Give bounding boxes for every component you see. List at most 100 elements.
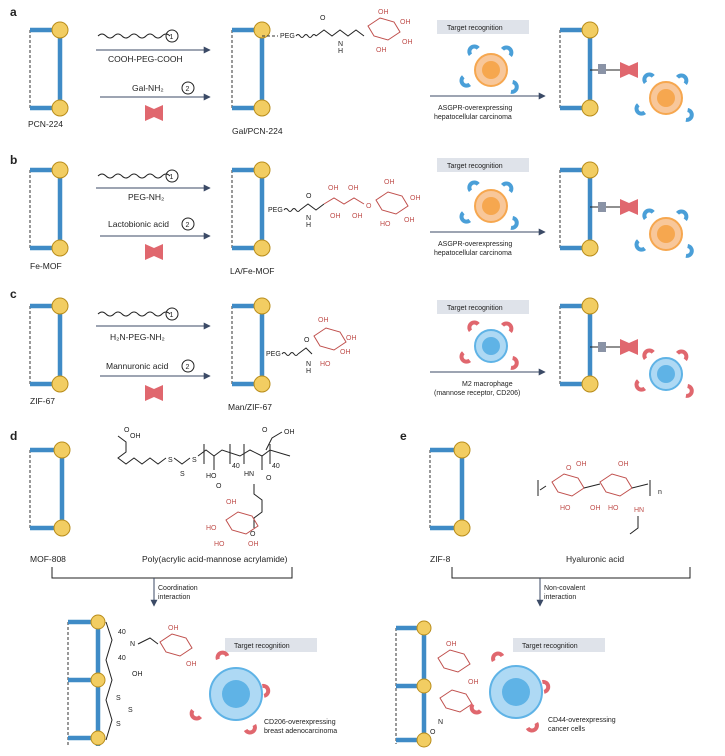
sugar-ring-b — [375, 191, 409, 215]
linker-d2 — [137, 637, 159, 645]
mof-label-a: PCN-224 — [28, 119, 63, 129]
linker-chain-a — [315, 29, 365, 37]
panel-letter-a: a — [10, 5, 17, 19]
chem-ho-d2: HO — [206, 473, 217, 480]
mof-bound-b — [560, 162, 598, 256]
chem-oh-c4: OH — [346, 335, 357, 342]
mof-zif67 — [30, 298, 68, 392]
process2-e: interaction — [544, 594, 576, 601]
chem-oh-e7: OH — [468, 679, 479, 686]
target-label-e: Target recognition — [522, 643, 578, 650]
cell-line2-c: (mannose receptor, CD206) — [434, 390, 520, 397]
mof-product-d — [67, 614, 106, 746]
chem-oh-b8: OH — [404, 217, 415, 224]
sub40-d3: 40 — [118, 629, 126, 636]
mof-product-b — [232, 162, 270, 256]
chem-s-d3: S — [192, 457, 197, 464]
panel-a: a PCN-224 1 COOH-PEG-COOH Gal-NH₂ 2 Gal/… — [10, 5, 695, 136]
panel-c: c ZIF-67 1 H₂N-PEG-NH₂ Mannuronic acid 2… — [10, 287, 695, 412]
polymer-structure-d: O OH S S S 40 40 HO O HN O O OH O OH HO … — [117, 427, 295, 548]
chem-o-c1: O — [304, 337, 310, 344]
chem-n-e2: N — [438, 719, 443, 726]
cell-line2-a: hepatocellular carcinoma — [434, 114, 512, 121]
chem-ho-e5: HO — [608, 505, 619, 512]
chem-oh-d5: OH — [284, 429, 295, 436]
sugar-ring-e2 — [439, 689, 473, 713]
chem-oh-e6: OH — [446, 641, 457, 648]
cell-line1-b: ASGPR-overexpressing — [438, 241, 512, 248]
chem-oh-e4: OH — [590, 505, 601, 512]
process1-e: Non-covalent — [544, 585, 585, 592]
chem-s-d2: S — [180, 471, 185, 478]
chem-s-d6: S — [116, 721, 121, 728]
target-box-a — [437, 20, 529, 34]
process1-d: Coordination — [158, 585, 198, 592]
bound-ligand-b — [620, 199, 638, 215]
step2-circle-c — [181, 359, 195, 373]
panel-d: d MOF-808 O OH S S S 40 40 HO O — [10, 427, 337, 746]
mof-femof — [30, 162, 68, 256]
target-label-c: Target recognition — [447, 305, 503, 312]
cell-line1-a: ASGPR-overexpressing — [438, 105, 512, 112]
mof-label-e: ZIF-8 — [430, 554, 451, 564]
step2-circle-a — [181, 81, 195, 95]
linker-chain-b — [299, 203, 325, 211]
process2-d: interaction — [158, 594, 190, 601]
chem-oh-b4: OH — [352, 213, 363, 220]
chem-n-a: N — [338, 41, 343, 48]
step2-label-c: Mannuronic acid — [106, 361, 169, 371]
mof-808 — [29, 441, 71, 537]
peg-label-c: PEG — [266, 351, 281, 358]
peg-chain-b — [97, 173, 171, 179]
panel-e: e ZIF-8 n O OH OH HO OH HO HN Hyaluroni — [395, 429, 691, 748]
cell-line2-e: cancer cells — [548, 726, 585, 733]
sub40-d2: 40 — [272, 463, 280, 470]
ligand-bowtie-a — [145, 105, 163, 121]
target-label-d: Target recognition — [234, 643, 290, 650]
panel-b: b Fe-MOF 1 PEG-NH₂ Lactobionic acid 2 LA… — [10, 153, 695, 276]
mof-label-c: ZIF-67 — [30, 396, 55, 406]
chem-oh-d1: OH — [130, 433, 141, 440]
chem-o-e1: O — [566, 465, 572, 472]
peg-wave-c — [281, 352, 299, 356]
step1-num-a: 1 — [170, 34, 174, 41]
chem-ho-b7: HO — [380, 221, 391, 228]
chem-oh-e2: OH — [618, 461, 629, 468]
sugar-ring-e1 — [437, 649, 471, 673]
cell-breast-d — [186, 648, 272, 738]
chem-o-d3: O — [266, 475, 272, 482]
sugar-ring-c — [313, 327, 347, 351]
linker-block-b — [598, 202, 606, 212]
hyaluronic-structure-e: n O OH OH HO OH HO HN — [537, 461, 662, 535]
chem-oh-d6: OH — [226, 499, 237, 506]
chem-oh-a3: OH — [376, 47, 387, 54]
peg-label-b: PEG — [268, 207, 283, 214]
mof-bound-c — [560, 298, 598, 392]
chem-oh-d12: OH — [132, 671, 143, 678]
target-label-a: Target recognition — [447, 25, 503, 32]
mof-label-d: MOF-808 — [30, 554, 66, 564]
cell-cancer-e — [466, 648, 552, 736]
peg-wave-b — [283, 208, 301, 212]
step2-circle-b — [181, 217, 195, 231]
bound-ligand-a — [620, 62, 638, 78]
step1-num-b: 1 — [170, 174, 174, 181]
chem-hn-d: HN — [244, 471, 254, 478]
polymer-label-d: Poly(acrylic acid-mannose acrylamide) — [142, 554, 288, 564]
chem-ho-d8: HO — [214, 541, 225, 548]
cell-hepatocyte-b — [457, 178, 520, 231]
chem-oh-b3: OH — [330, 213, 341, 220]
chem-oh-b2: OH — [348, 185, 359, 192]
linker-block-a — [598, 64, 606, 74]
step1-num-c: 1 — [170, 312, 174, 319]
chem-oh-d11: OH — [186, 661, 197, 668]
cell-macrophage-c — [457, 318, 520, 371]
chem-s-d1: S — [168, 457, 173, 464]
chem-ho-d7: HO — [206, 525, 217, 532]
chem-h-b: H — [306, 222, 311, 229]
chem-oh-c3: OH — [340, 349, 351, 356]
mof-product-c — [232, 298, 270, 392]
product-label-c: Man/ZIF-67 — [228, 402, 272, 412]
chem-oh-c1: OH — [318, 317, 329, 324]
